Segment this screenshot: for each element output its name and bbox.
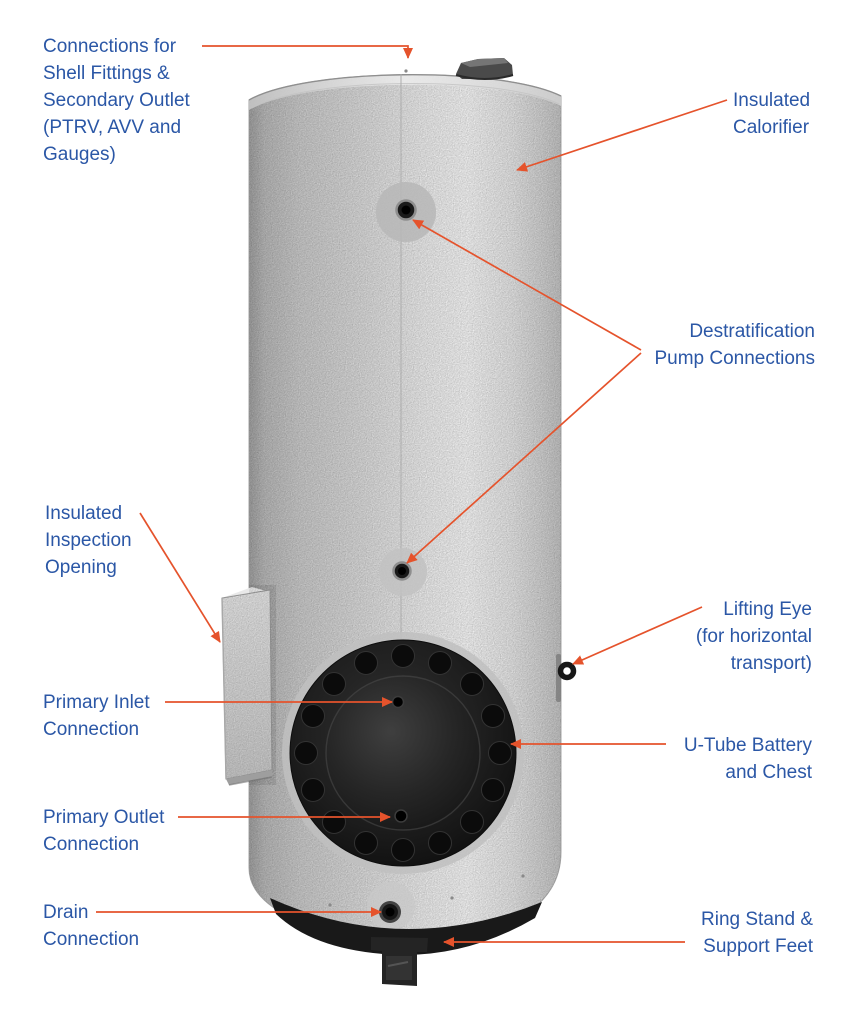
top-fitting: [455, 58, 514, 80]
label-inspection-opening: Insulated Inspection Opening: [45, 503, 132, 578]
label-lifting-eye: Lifting Eye (for horizontal transport): [695, 599, 812, 674]
destrat-port-upper: [376, 182, 436, 242]
label-ring-stand: Ring Stand & Support Feet: [701, 909, 813, 957]
arrow-inspection-opening: [139, 512, 221, 643]
label-insulated-calorifier: Insulated Calorifier: [733, 90, 811, 138]
arrow-destrat-lower: [406, 352, 642, 564]
arrow-insulated-calorifier: [516, 99, 728, 172]
destrat-port-lower: [379, 548, 427, 596]
arrow-shell-fittings: [202, 45, 413, 59]
utube-flange: [282, 632, 524, 874]
label-destrat-pump: Destratification Pump Connections: [654, 321, 815, 369]
label-utube-battery: U-Tube Battery and Chest: [683, 735, 812, 783]
drain-fitting: [367, 882, 415, 930]
ring-stand: [270, 898, 542, 956]
primary-outlet-port: [394, 809, 408, 823]
primary-inlet-port: [391, 695, 405, 709]
flange-bolts: [294, 644, 512, 862]
arrow-destrat-upper: [412, 219, 642, 351]
label-drain: Drain Connection: [43, 902, 140, 950]
arrow-lifting-eye: [572, 606, 703, 665]
inspection-box: [221, 585, 276, 786]
support-foot: [371, 937, 428, 986]
annotation-arrows: [96, 45, 728, 947]
label-primary-outlet: Primary Outlet Connection: [43, 807, 165, 855]
tank-top-rim: [249, 74, 561, 110]
label-shell-fittings: Connections for Shell Fittings & Seconda…: [43, 36, 190, 165]
lifting-eye: [556, 654, 577, 702]
label-primary-inlet: Primary Inlet Connection: [43, 692, 150, 740]
